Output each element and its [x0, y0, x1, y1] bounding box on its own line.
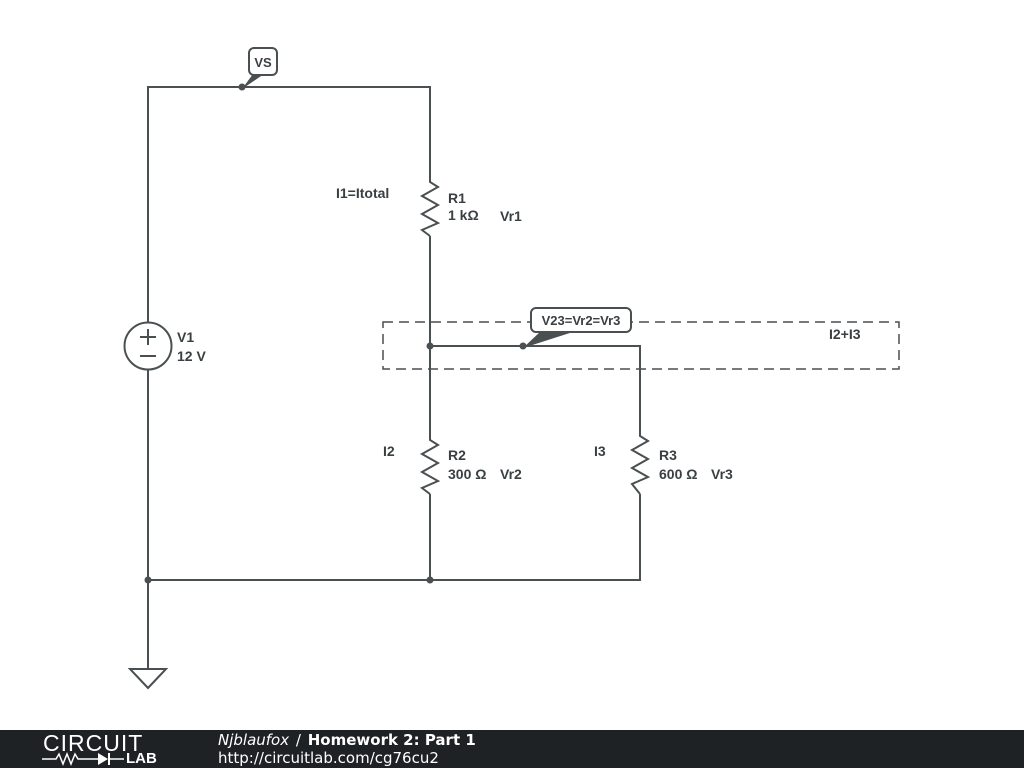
r2-value: 300 Ω	[448, 466, 486, 482]
r3-name: R3	[659, 447, 677, 463]
author-link[interactable]: Njblaufox	[218, 731, 290, 749]
v1-name: V1	[177, 329, 194, 345]
voltage-source-v1[interactable]	[123, 321, 173, 371]
label-i3: I3	[594, 443, 606, 459]
r3-value: 600 Ω	[659, 466, 697, 482]
resistor-diode-icon	[42, 752, 124, 766]
resistor-r2[interactable]	[419, 434, 441, 495]
project-title-line: Njblaufox / Homework 2: Part 1	[218, 731, 476, 749]
wire-r3-bottom	[148, 494, 641, 581]
net-flag-vs[interactable]: VS	[238, 47, 278, 91]
r2-name: R2	[448, 447, 466, 463]
r1-name: R1	[448, 190, 466, 206]
junction-node	[144, 576, 152, 584]
label-i2: I2	[383, 443, 395, 459]
label-vr3: Vr3	[711, 466, 733, 482]
label-vr2: Vr2	[500, 466, 522, 482]
r1-value: 1 kΩ	[448, 207, 479, 223]
net-flag-v23[interactable]: V23=Vr2=Vr3	[519, 307, 632, 350]
logo-text-circuit: CIRCUIT	[43, 730, 144, 756]
footer-bar: CIRCUIT LAB Njblaufox / Homework 2: Part…	[0, 730, 1024, 768]
resistor-r3[interactable]	[629, 430, 651, 495]
junction-node	[426, 342, 434, 350]
junction-node	[426, 576, 434, 584]
project-url[interactable]: http://circuitlab.com/cg76cu2	[218, 749, 439, 767]
flag-vs-text: VS	[254, 55, 272, 70]
wire-top	[147, 86, 431, 322]
project-title[interactable]: Homework 2: Part 1	[307, 731, 476, 749]
flag-v23-text: V23=Vr2=Vr3	[542, 313, 621, 328]
resistor-r1[interactable]	[419, 176, 441, 237]
v1-value: 12 V	[177, 348, 206, 364]
circuit-schematic: VS V23=Vr2=Vr3 V1 12 V R1 1 kΩ R2 300 Ω …	[123, 47, 900, 690]
label-vr1: Vr1	[500, 208, 522, 224]
wire-branch-r3	[430, 345, 641, 430]
logo-text-lab: LAB	[126, 750, 157, 767]
ground-symbol	[127, 668, 169, 690]
circuitlab-logo[interactable]: CIRCUIT LAB	[38, 730, 178, 768]
label-i1: I1=Itotal	[336, 185, 389, 201]
title-separator: /	[295, 731, 301, 749]
label-i2-plus-i3: I2+I3	[829, 326, 861, 342]
